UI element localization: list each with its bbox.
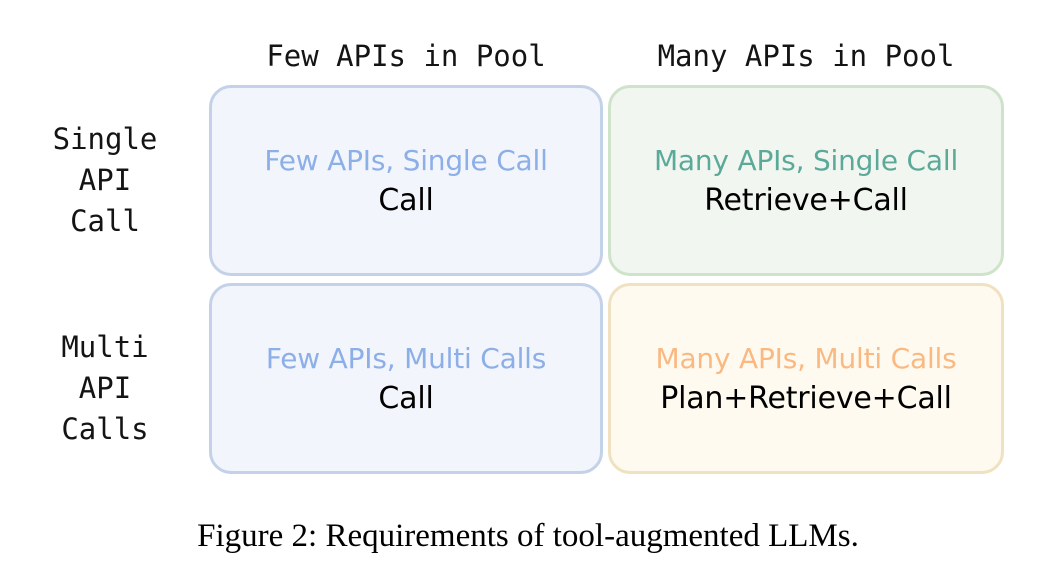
quadrant-title: Many APIs, Multi Calls	[655, 341, 957, 375]
quadrant-title: Many APIs, Single Call	[653, 143, 959, 177]
quadrant-body: Call	[378, 182, 434, 218]
quadrant-many-apis-single-call: Many APIs, Single Call Retrieve+Call	[608, 85, 1004, 276]
row-header-line: API	[78, 371, 132, 405]
column-header-few-apis: Few APIs in Pool	[266, 39, 546, 73]
row-header-single-api-call: Single API Call	[10, 119, 200, 242]
row-header-multi-api-calls: Multi API Calls	[10, 327, 200, 450]
row-header-line: Call	[70, 204, 140, 238]
row-header-line: Single	[52, 122, 158, 156]
quadrant-title: Few APIs, Single Call	[264, 143, 548, 177]
quadrant-many-apis-multi-calls: Many APIs, Multi Calls Plan+Retrieve+Cal…	[608, 283, 1004, 474]
quadrant-body: Call	[378, 380, 434, 416]
quadrant-few-apis-single-call: Few APIs, Single Call Call	[209, 85, 603, 276]
quadrant-body: Retrieve+Call	[704, 182, 908, 218]
quadrant-few-apis-multi-calls: Few APIs, Multi Calls Call	[209, 283, 603, 474]
quadrant-title: Few APIs, Multi Calls	[265, 341, 547, 375]
row-header-line: Calls	[61, 412, 149, 446]
column-header-many-apis: Many APIs in Pool	[657, 39, 955, 73]
row-header-line: API	[78, 163, 132, 197]
quadrant-body: Plan+Retrieve+Call	[660, 380, 952, 416]
row-header-line: Multi	[61, 330, 149, 364]
figure-caption: Figure 2: Requirements of tool-augmented…	[197, 518, 859, 554]
